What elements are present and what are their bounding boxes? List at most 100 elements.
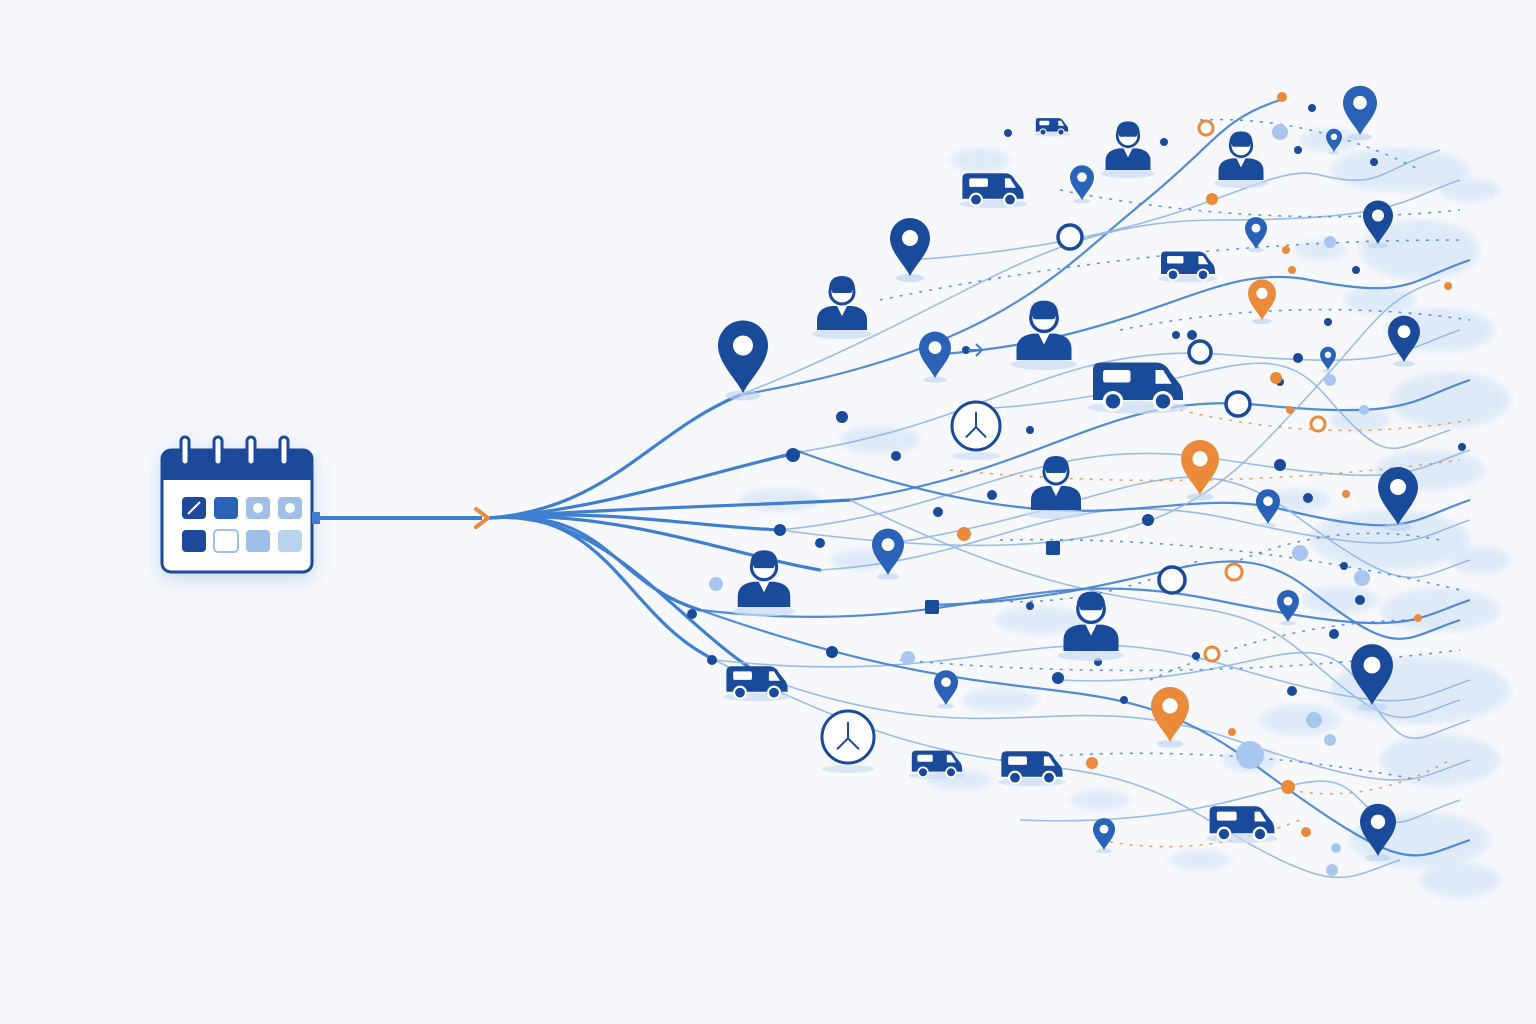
route-node-icon [1203, 645, 1221, 663]
map-pin-icon [718, 320, 768, 401]
map-pin-icon [1151, 686, 1189, 748]
route-line [1019, 780, 1461, 823]
map-pin-icon [1326, 128, 1342, 155]
map-pin-icon [1360, 803, 1396, 862]
route-node-icon [1274, 459, 1286, 471]
route-node-icon [891, 451, 901, 461]
technician-icon [1058, 591, 1124, 661]
map-pin-icon [1070, 165, 1094, 204]
route-line [488, 515, 822, 572]
route-node-icon [815, 538, 825, 548]
route-node-icon [1228, 728, 1236, 736]
route-node-icon [1355, 595, 1365, 605]
route-line [699, 608, 1471, 857]
route-node-icon [1026, 426, 1034, 434]
calendar-icon [160, 435, 314, 574]
route-line [488, 515, 702, 612]
route-line [929, 258, 1471, 357]
map-blob [950, 148, 1010, 172]
route-node-icon [774, 524, 786, 536]
dashed-route-line [1149, 619, 1421, 681]
route-node-icon [1370, 158, 1378, 166]
map-pin-icon [1378, 467, 1418, 531]
route-node-icon [1324, 236, 1336, 248]
route-line [488, 450, 802, 520]
map-pin-icon [1256, 489, 1280, 528]
delivery-van-icon [723, 666, 791, 702]
route-line [959, 362, 1451, 450]
route-node-icon [1224, 390, 1252, 418]
route-line [909, 149, 1441, 261]
route-node-icon [1046, 541, 1060, 555]
route-node-icon [1270, 372, 1282, 384]
route-node-icon [1286, 406, 1294, 414]
route-node-icon [1354, 570, 1370, 586]
route-node-icon [1308, 104, 1316, 112]
map-blob [1302, 586, 1378, 614]
technician-icon [812, 276, 872, 339]
map-blob [1260, 704, 1340, 736]
map-pin-icon [1320, 346, 1336, 373]
clock-icon [820, 709, 876, 773]
route-node-icon [1324, 374, 1336, 386]
route-node-icon [1288, 266, 1296, 274]
route-node-icon [1306, 712, 1322, 728]
route-node-icon [1359, 405, 1369, 415]
route-line [779, 449, 1471, 531]
map-blob [1420, 862, 1500, 898]
dashed-route-line [1099, 819, 1301, 848]
delivery-van-icon [959, 173, 1027, 209]
map-blob [1330, 408, 1390, 432]
dashed-route-line [1289, 759, 1451, 795]
dashed-route-line [949, 459, 1461, 482]
map-blob [995, 606, 1085, 634]
map-pin-icon [1363, 200, 1393, 249]
map-pin-icon [872, 528, 904, 580]
route-node-icon [1172, 331, 1180, 339]
route-node-icon [1309, 415, 1327, 433]
route-node-icon [826, 646, 838, 658]
route-node-icon [1272, 124, 1288, 140]
route-node-icon [1324, 734, 1336, 746]
route-node-icon [836, 411, 848, 423]
route-node-icon [1281, 780, 1295, 794]
route-node-icon [1326, 864, 1338, 876]
route-node-icon [1197, 119, 1215, 137]
dashed-route-line [1199, 118, 1421, 171]
route-node-icon [1329, 629, 1339, 639]
route-node-icon [962, 346, 970, 354]
map-pin-icon [1343, 85, 1377, 141]
route-node-icon [987, 490, 997, 500]
route-node-icon [709, 577, 723, 591]
route-line [488, 515, 772, 682]
route-node-icon [957, 527, 971, 541]
route-node-icon [1142, 514, 1154, 526]
route-line [849, 499, 1461, 719]
route-node-icon [925, 600, 939, 614]
map-blob [1390, 372, 1510, 428]
map-pin-icon [934, 670, 958, 709]
route-node-icon [1340, 562, 1348, 570]
route-node-icon [1331, 843, 1341, 853]
technician-icon [1214, 131, 1268, 189]
route-line [849, 378, 1471, 502]
map-blob [1270, 488, 1330, 512]
route-node-icon [1157, 565, 1187, 595]
route-line [1059, 651, 1471, 740]
route-node-icon [901, 651, 915, 665]
map-pin-icon [1351, 644, 1393, 712]
route-line [714, 659, 1401, 879]
route-line [779, 279, 1441, 547]
map-blob [1310, 510, 1470, 570]
route-node-icon [1026, 602, 1034, 610]
map-pin-icon [1248, 279, 1276, 325]
route-node-icon [786, 448, 800, 462]
map-blob [740, 488, 820, 512]
dashed-route-line [999, 538, 1461, 591]
route-node-icon [707, 655, 717, 665]
route-lines [488, 98, 1471, 879]
delivery-van-icon [1034, 118, 1070, 137]
delivery-van-icon [1158, 251, 1218, 283]
route-line [488, 393, 742, 520]
